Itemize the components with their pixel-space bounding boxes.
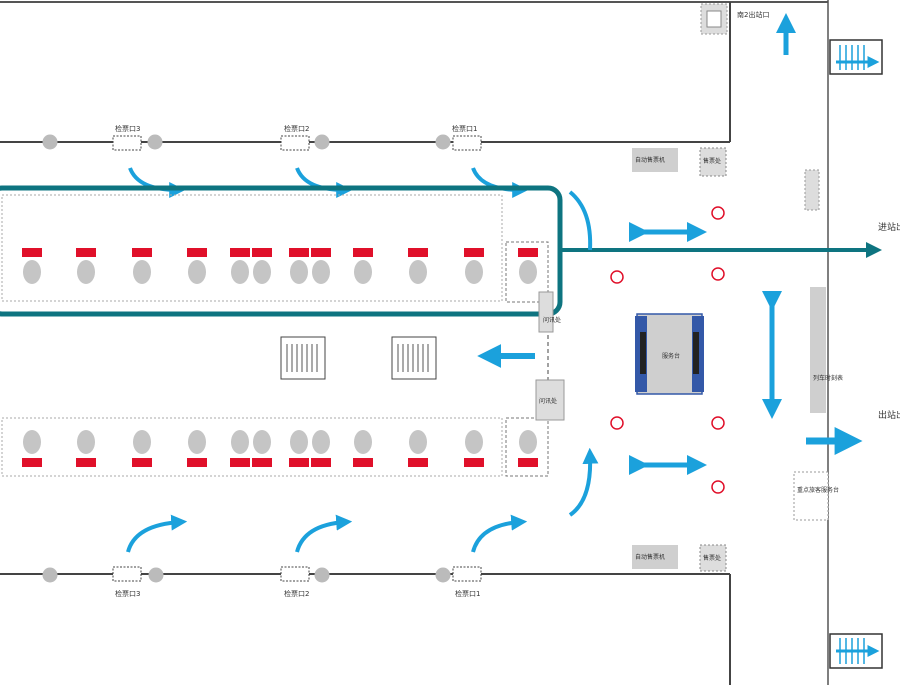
- seat-marker: [518, 458, 538, 467]
- seat: [354, 430, 372, 454]
- double-arrows: [628, 222, 782, 475]
- seat-marker: [76, 248, 96, 257]
- seat: [77, 430, 95, 454]
- seat-marker: [353, 248, 373, 257]
- exit-label: 出站出口: [878, 409, 900, 421]
- seat: [231, 430, 249, 454]
- seat-marker: [518, 248, 538, 257]
- seat: [133, 430, 151, 454]
- gate-label-top-1: 检票口1: [452, 124, 477, 133]
- seat: [354, 260, 372, 284]
- seat-marker: [76, 458, 96, 467]
- ticket-office-top-label: 售票处: [703, 157, 721, 165]
- seat: [188, 430, 206, 454]
- seat-marker: [311, 458, 331, 467]
- info-column: 问讯处 问讯处: [535, 291, 565, 421]
- seat: [23, 430, 41, 454]
- seat: [253, 430, 271, 454]
- ticket-facilities: 自动售票机 售票处 自动售票机 售票处: [632, 147, 727, 572]
- ticket-machine-bottom-label: 自动售票机: [635, 553, 665, 561]
- seat-marker: [464, 248, 484, 257]
- bottom-gates: 检票口3 检票口2 检票口1: [42, 566, 482, 598]
- seat: [409, 430, 427, 454]
- gate-label-bottom-1: 检票口1: [455, 589, 480, 598]
- seats-top: [22, 248, 538, 284]
- waiting-area-bottom: [1, 417, 549, 477]
- seat-marker: [252, 458, 272, 467]
- service-center-label: 服务台: [662, 352, 680, 360]
- seat: [290, 430, 308, 454]
- seat: [77, 260, 95, 284]
- columns: [610, 206, 725, 494]
- ticket-office-bottom-label: 售票处: [703, 554, 721, 562]
- seat: [312, 260, 330, 284]
- seat-marker: [353, 458, 373, 467]
- stairs-icon: [280, 336, 326, 380]
- stairs-icon: [391, 336, 437, 380]
- seat: [253, 260, 271, 284]
- entrance-exit-label: 进站出口: [878, 221, 900, 233]
- seat: [465, 430, 483, 454]
- gate-label-top-2: 检票口2: [284, 124, 309, 133]
- board-right-label: 列车时刻表: [813, 374, 843, 382]
- seat: [231, 260, 249, 284]
- info-label: 问讯处: [539, 397, 557, 405]
- info-mid-label: 问讯处: [543, 316, 561, 324]
- seat-marker: [22, 458, 42, 467]
- seat-marker: [252, 248, 272, 257]
- escalator-icon: [829, 633, 883, 669]
- seat: [188, 260, 206, 284]
- seats-bottom: [22, 430, 538, 467]
- seat-marker: [408, 248, 428, 257]
- top-gates: 检票口3 检票口2 检票口1: [42, 124, 482, 151]
- route-curve-arrows: [568, 190, 599, 517]
- waiting-area-top: [1, 194, 549, 303]
- priority-desk-label: 重点旅客服务台: [797, 486, 839, 494]
- seat-marker: [187, 248, 207, 257]
- top-exit-area: 南2出站口: [700, 3, 796, 55]
- gate-label-bottom-2: 检票口2: [284, 589, 309, 598]
- seat: [290, 260, 308, 284]
- seat: [133, 260, 151, 284]
- seat-marker: [230, 248, 250, 257]
- priority-service-desk: 重点旅客服务台: [793, 471, 839, 521]
- seat: [23, 260, 41, 284]
- seat-marker: [230, 458, 250, 467]
- exit-arrows-right: 进站出口 出站出口: [806, 221, 900, 455]
- gate-label-bottom-3: 检票口3: [115, 589, 140, 598]
- gate-label-top-3: 检票口3: [115, 124, 140, 133]
- seat: [465, 260, 483, 284]
- ticket-machine-top-label: 自动售票机: [635, 156, 665, 164]
- seat-marker: [132, 458, 152, 467]
- seat-marker: [22, 248, 42, 257]
- seat: [519, 430, 537, 454]
- escalator-icon: [829, 39, 883, 75]
- seat-marker: [132, 248, 152, 257]
- seat-marker: [464, 458, 484, 467]
- seat-marker: [289, 458, 309, 467]
- seat-marker: [408, 458, 428, 467]
- right-boards: 列车时刻表: [804, 169, 843, 413]
- seat-marker: [187, 458, 207, 467]
- bottom-gate-flow-arrows: [126, 514, 528, 553]
- service-center: 服务台: [635, 313, 704, 395]
- top-exit-label: 南2出站口: [737, 10, 769, 19]
- seat: [409, 260, 427, 284]
- seat: [519, 260, 537, 284]
- highlighted-route: [0, 185, 882, 317]
- seat-marker: [311, 248, 331, 257]
- seat-marker: [289, 248, 309, 257]
- seat: [312, 430, 330, 454]
